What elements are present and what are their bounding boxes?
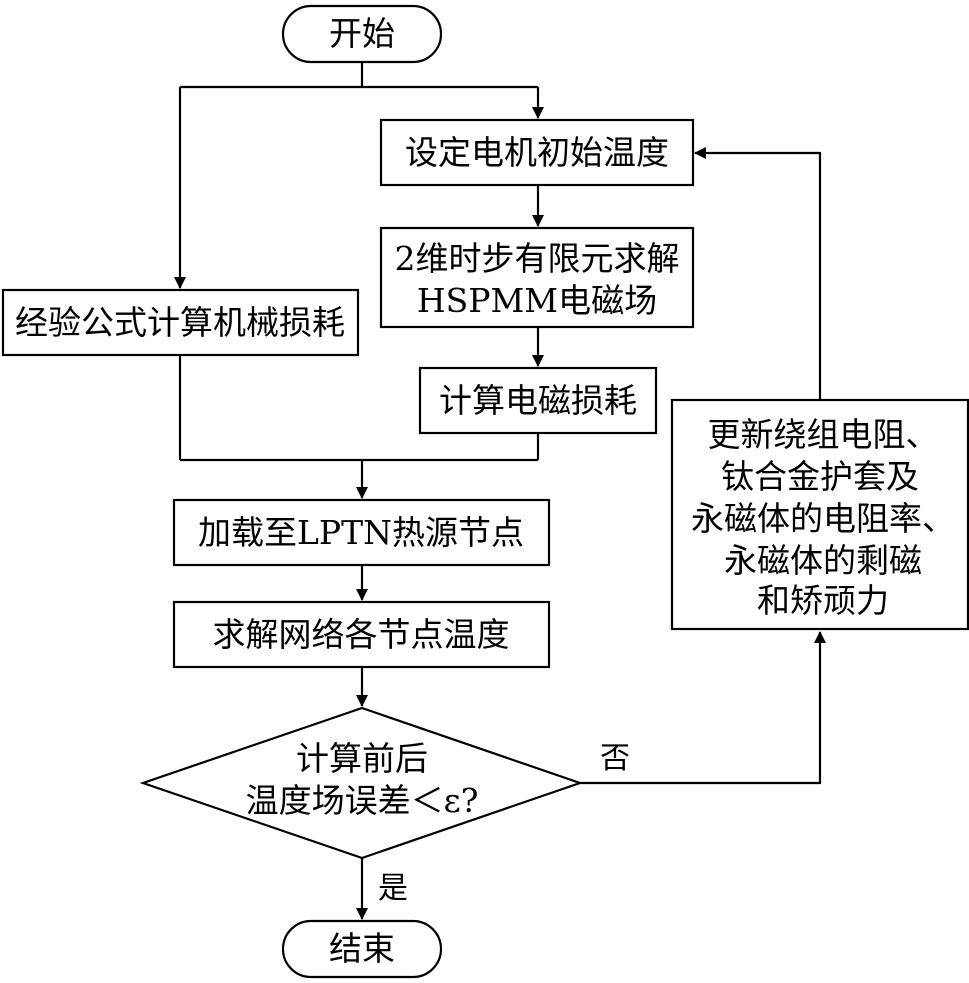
set-initial-temp-label: 设定电机初始温度 [405, 133, 669, 172]
fem-label-line1: 2维时步有限元求解 [395, 239, 680, 278]
decision-label-line1: 计算前后 [296, 739, 428, 778]
update-label-line5: 和矫顽力 [757, 581, 889, 620]
arrow-update-to-set-temp [694, 147, 822, 400]
decision-label-line2: 温度场误差＜ε? [246, 781, 479, 820]
em-loss-label: 计算电磁损耗 [439, 381, 637, 420]
load-lptn-label: 加载至LPTN热源节点 [198, 513, 524, 552]
end-label: 结束 [329, 929, 395, 968]
solve-nodes-box [172, 600, 551, 669]
arrow-no-to-update [580, 631, 826, 785]
end-terminator [281, 919, 443, 979]
yes-label: 是 [378, 871, 408, 906]
fem-label-line2: HSPMM电磁场 [417, 281, 657, 320]
update-label-line1: 更新绕组电阻、 [708, 415, 939, 454]
update-label-line4: 永磁体的剩磁 [724, 541, 922, 580]
solve-nodes-label: 求解网络各节点温度 [213, 615, 510, 654]
mech-loss-label: 经验公式计算机械损耗 [15, 303, 345, 342]
load-lptn-box [172, 498, 551, 567]
fem-box [379, 226, 695, 329]
update-box [670, 398, 969, 631]
update-label-line3: 永磁体的电阻率、 [691, 499, 955, 538]
start-label: 开始 [329, 14, 395, 53]
update-label-line2: 钛合金护套及 [721, 457, 919, 496]
no-label: 否 [600, 741, 630, 776]
